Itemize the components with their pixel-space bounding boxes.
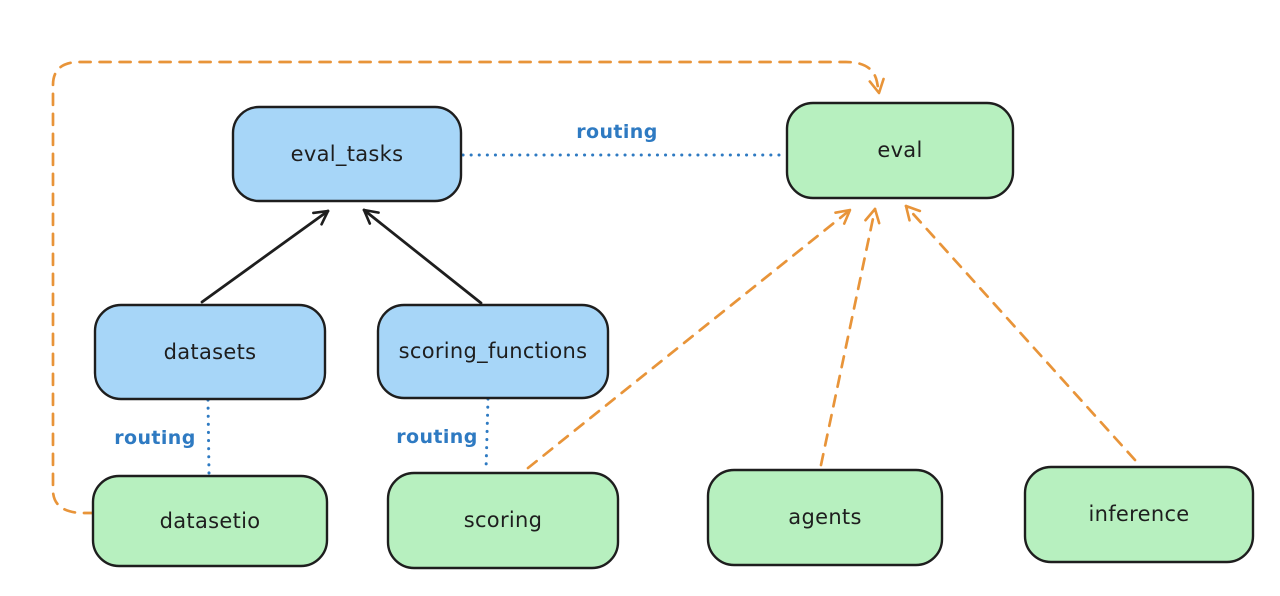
node-agents-label: agents — [788, 505, 861, 529]
node-agents-box — [706, 468, 944, 567]
node-eval-label: eval — [877, 138, 922, 162]
node-inference-label: inference — [1088, 502, 1189, 526]
node-scoring-functions-box — [376, 303, 610, 400]
edge-scoring-functions-to-scoring-routing — [484, 397, 490, 472]
node-eval-box — [785, 101, 1015, 200]
edge-datasets-to-eval-tasks-arrow — [200, 209, 330, 304]
node-datasets: datasets — [93, 303, 327, 401]
node-datasets-box — [93, 303, 327, 401]
node-eval-tasks-box — [231, 105, 463, 203]
node-scoring-box — [386, 471, 620, 570]
node-inference-box — [1023, 465, 1255, 564]
edges — [51, 60, 1137, 515]
node-scoring-label: scoring — [464, 508, 543, 532]
node-inference: inference — [1023, 465, 1255, 564]
node-eval-tasks: eval_tasks — [231, 105, 463, 203]
node-datasetio-box — [91, 474, 329, 568]
edge-datasetio-to-eval-arrow — [51, 60, 885, 515]
edge-inference-to-eval-arrow — [904, 204, 1137, 462]
node-agents: agents — [706, 468, 944, 567]
edge-datasets-to-datasetio-routing — [206, 398, 211, 475]
node-eval: eval — [785, 101, 1015, 200]
node-scoring-functions-label: scoring_functions — [399, 339, 588, 364]
routing-label-datasets-datasetio: routing — [114, 427, 195, 449]
node-scoring: scoring — [386, 471, 620, 570]
routing-label-scoring-functions-scoring: routing — [396, 426, 477, 448]
node-datasetio: datasetio — [91, 474, 329, 568]
routing-label-eval-tasks-eval: routing — [576, 121, 657, 143]
node-eval-tasks-label: eval_tasks — [291, 142, 404, 167]
node-datasets-label: datasets — [164, 340, 257, 364]
edge-agents-to-eval-arrow — [819, 207, 881, 467]
node-datasetio-label: datasetio — [160, 509, 261, 533]
edge-scoring-to-eval-arrow — [526, 208, 852, 470]
edge-scoring-functions-to-eval-tasks-arrow — [362, 208, 483, 305]
node-scoring-functions: scoring_functions — [376, 303, 610, 400]
